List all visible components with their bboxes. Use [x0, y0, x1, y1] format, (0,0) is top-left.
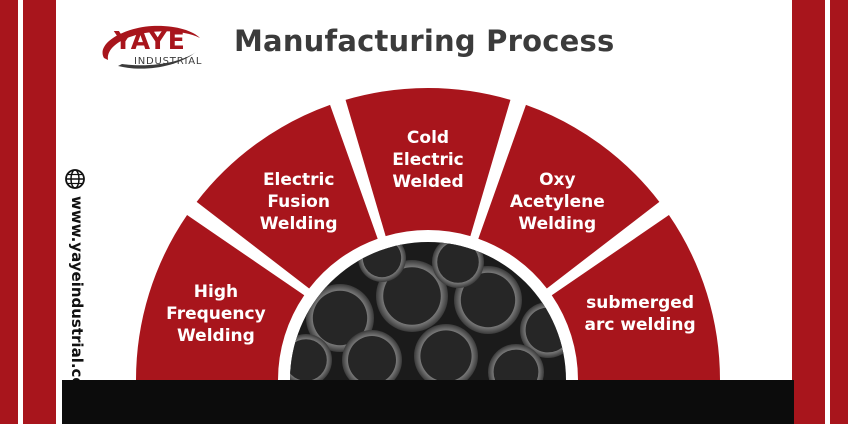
logo-swoosh-icon — [102, 25, 200, 69]
globe-icon — [65, 169, 85, 189]
process-segment-2 — [196, 104, 378, 289]
process-segment-1 — [136, 215, 305, 380]
pipe-bore-2 — [383, 267, 441, 325]
pipe-bore-5 — [348, 336, 396, 380]
pipe-bore-7 — [493, 349, 539, 380]
logo-wordmark: YAYE — [114, 26, 186, 55]
process-segment-5 — [551, 215, 720, 380]
brand-logo: YAYE INDUSTRIAL — [92, 22, 202, 74]
process-label-5: submerged arc welding — [584, 293, 696, 336]
pipe-bore-10 — [362, 242, 402, 278]
process-segment-3 — [345, 88, 511, 237]
right-stripe-inner — [792, 0, 825, 424]
process-label-1: High Frequency Welding — [166, 282, 266, 347]
process-label-3: Cold Electric Welded — [392, 128, 464, 192]
process-segment-4 — [478, 104, 660, 289]
page-title: Manufacturing Process — [234, 24, 615, 58]
pipe-bore-3 — [460, 272, 516, 328]
pipe-bore-1 — [312, 290, 368, 346]
pipe-bore-6 — [420, 330, 472, 380]
process-label-4: Oxy Acetylene Welding — [509, 170, 605, 235]
logo-subtitle: INDUSTRIAL — [134, 56, 203, 67]
process-label-2: Electric Fusion Welding — [259, 170, 338, 235]
left-stripe-outer — [0, 0, 18, 424]
footer-bar — [62, 380, 794, 424]
pipe-bore-8 — [290, 339, 327, 380]
left-stripe-inner — [23, 0, 56, 424]
steel-pipes-image — [290, 242, 566, 380]
right-stripe-outer — [830, 0, 848, 424]
pipe-bore-9 — [437, 242, 479, 283]
